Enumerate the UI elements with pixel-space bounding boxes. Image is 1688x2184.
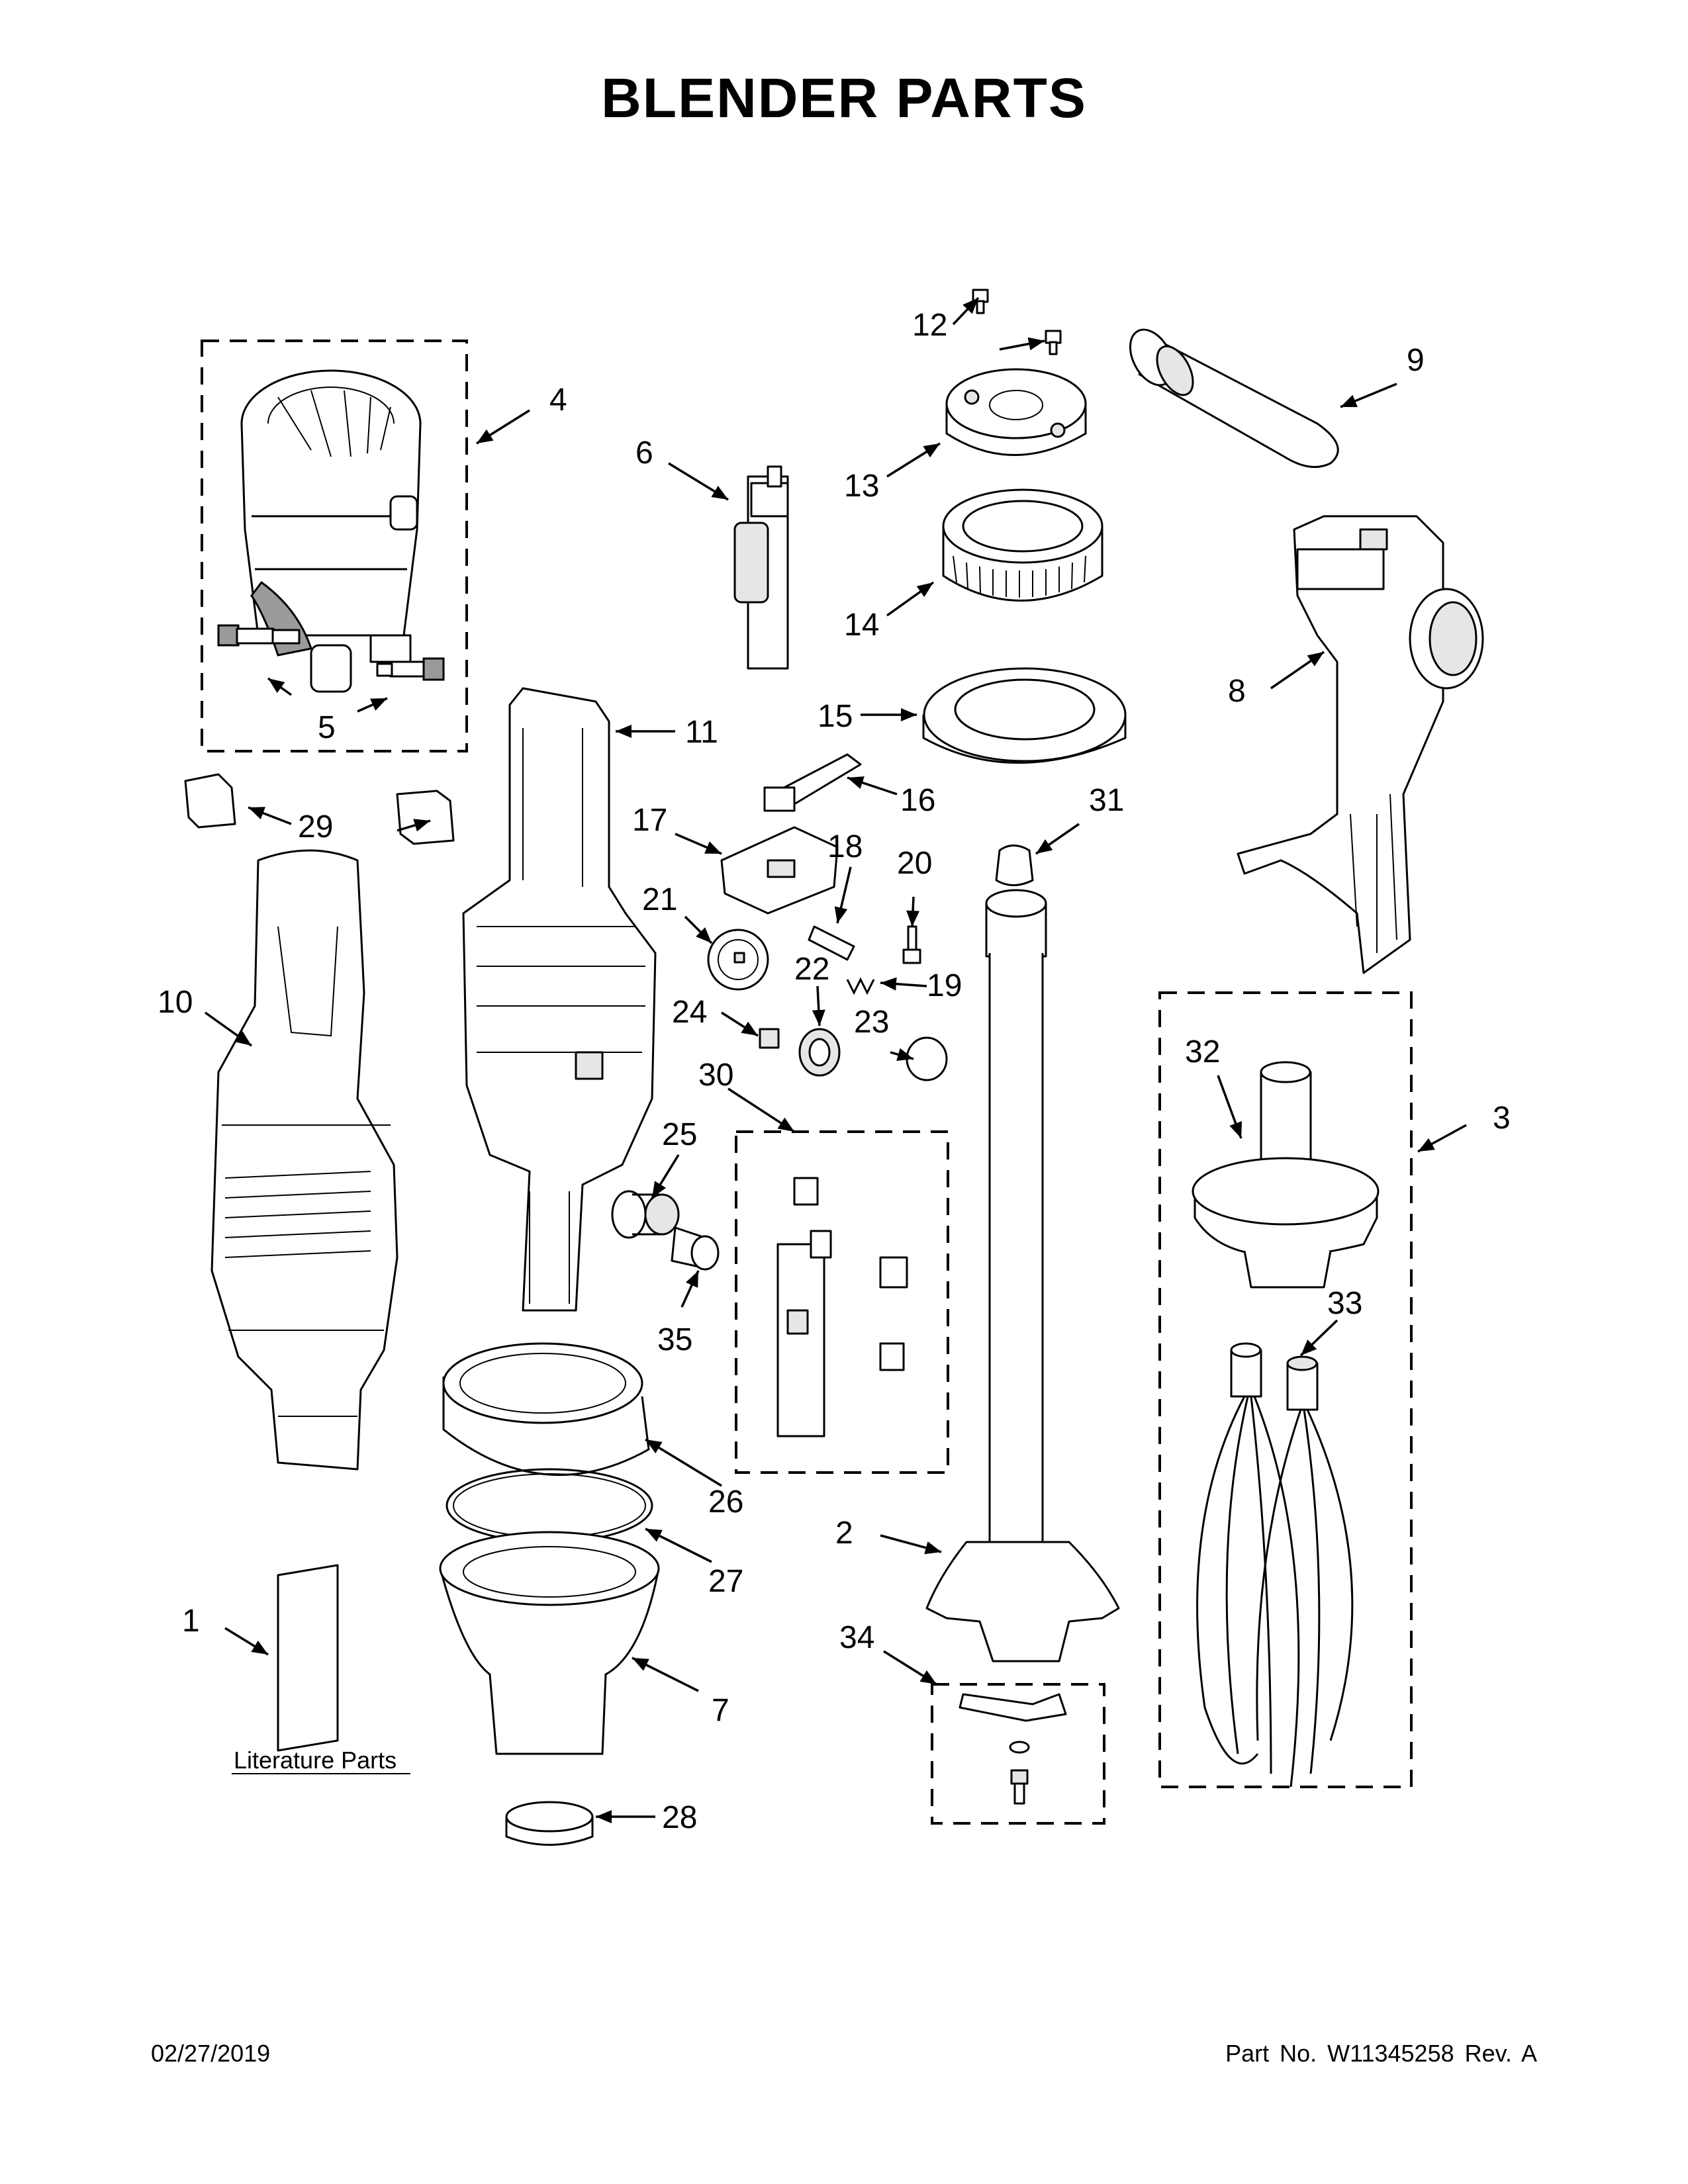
part-14-ring <box>942 488 1103 602</box>
page-title: BLENDER PARTS <box>601 67 1087 129</box>
part-15-collar <box>922 667 1127 764</box>
part-25-coupling <box>611 1190 680 1239</box>
part-5-brushes <box>217 624 445 681</box>
callout-7: 7 <box>712 1693 729 1728</box>
callout-21: 21 <box>642 882 677 917</box>
callout-5: 5 <box>318 710 336 745</box>
callout-29: 29 <box>298 809 333 844</box>
callout-10: 10 <box>158 985 193 1020</box>
callout-32: 32 <box>1185 1034 1220 1069</box>
callout-3: 3 <box>1493 1101 1511 1136</box>
part-8-bracket <box>1237 515 1484 974</box>
part-4-motor <box>240 369 422 693</box>
callout-9: 9 <box>1407 343 1425 378</box>
callout-24: 24 <box>672 995 707 1030</box>
part-9-handle-end <box>1129 328 1339 469</box>
callout-19: 19 <box>927 968 962 1003</box>
part-12-screws <box>972 289 1062 355</box>
callout-11: 11 <box>685 715 718 750</box>
part-6-switch <box>733 465 789 670</box>
callout-23: 23 <box>854 1005 889 1040</box>
callout-26: 26 <box>708 1484 743 1520</box>
part-33-whisk <box>1196 1342 1354 1788</box>
part-21-gear <box>707 929 769 991</box>
callout-30: 30 <box>698 1058 733 1093</box>
callout-35: 35 <box>657 1322 692 1357</box>
group-box-blade-kit <box>931 1683 1105 1825</box>
part-35-bushing <box>671 1226 720 1271</box>
part-11-inner-housing <box>462 687 657 1312</box>
part-1-literature <box>277 1564 339 1752</box>
part-17-plate <box>720 826 839 915</box>
callout-20: 20 <box>897 846 932 881</box>
part-29-clips <box>184 773 455 845</box>
callout-2: 2 <box>835 1516 853 1551</box>
part-22-knob <box>798 1028 841 1077</box>
part-30-control-board <box>776 1177 908 1437</box>
part-13-cap <box>945 368 1087 456</box>
callout-31: 31 <box>1089 783 1124 818</box>
callout-28: 28 <box>662 1800 697 1835</box>
callout-25: 25 <box>662 1117 697 1152</box>
group-box-control-board <box>735 1130 949 1474</box>
callout-8: 8 <box>1228 674 1246 709</box>
part-18-link <box>808 925 855 961</box>
footer-date: 02/27/2019 <box>151 2040 271 2067</box>
callout-18: 18 <box>827 829 863 864</box>
callout-15: 15 <box>818 699 853 734</box>
group-box-motor-assembly <box>201 340 468 752</box>
callout-33: 33 <box>1327 1286 1362 1321</box>
part-32-whisk-gearbox <box>1192 1061 1380 1289</box>
callout-14: 14 <box>844 608 879 643</box>
callout-4: 4 <box>549 383 567 418</box>
callout-34: 34 <box>839 1620 874 1655</box>
footer-part-number: Part No. W11345258 Rev. A <box>1225 2040 1537 2067</box>
callout-22: 22 <box>794 952 829 987</box>
part-34-blade <box>959 1693 1067 1805</box>
callout-12: 12 <box>912 308 947 343</box>
part-2-blending-arm <box>925 889 1120 1662</box>
part-28-nut-ring <box>505 1801 594 1846</box>
part-16-coupler <box>763 753 862 812</box>
literature-parts-label: Literature Parts <box>234 1747 397 1774</box>
part-24-nut <box>759 1028 780 1049</box>
callout-1: 1 <box>182 1604 200 1639</box>
part-26-band <box>442 1342 650 1477</box>
part-31-tip <box>995 844 1034 886</box>
part-10-main-housing <box>211 849 399 1471</box>
part-7-bell-housing <box>439 1531 660 1755</box>
part-19-spring <box>846 977 875 995</box>
leader-lines <box>204 296 1467 1823</box>
callout-27: 27 <box>708 1564 743 1599</box>
callout-17: 17 <box>632 803 667 838</box>
callout-16: 16 <box>900 783 935 818</box>
callout-6: 6 <box>635 435 653 471</box>
group-box-whisk-attachment <box>1158 991 1413 1788</box>
callout-13: 13 <box>844 469 879 504</box>
part-20-pin <box>902 925 921 964</box>
